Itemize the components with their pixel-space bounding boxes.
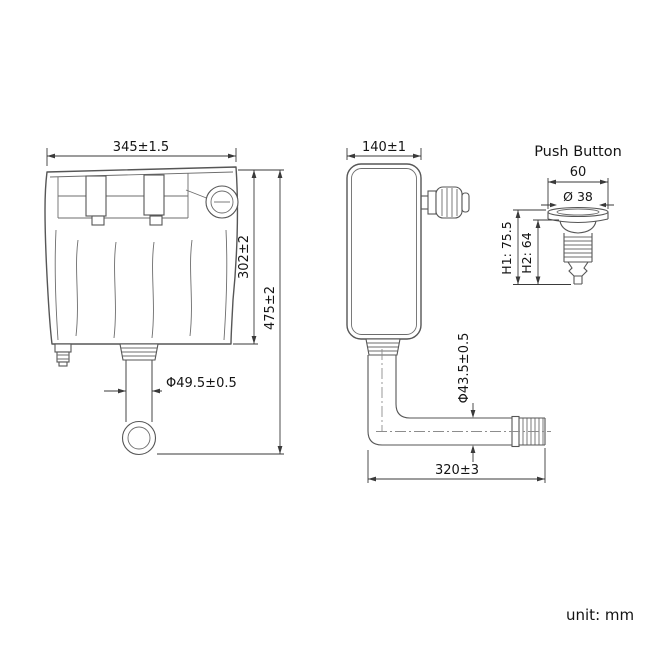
- side-inlet-valve: [420, 186, 470, 219]
- front-view-dimensions: 345±1.5 302±2 475±2 Φ49.5±0.5: [46, 140, 284, 455]
- dim-button-h2: H2: 64: [519, 232, 534, 273]
- side-view-cistern: [346, 163, 551, 448]
- dim-button-diameter: Ø 38: [563, 189, 593, 204]
- push-button-dimensions: 60 Ø 38 H1: 75.5 H2: 64: [499, 165, 614, 285]
- dim-button-width: 60: [570, 165, 587, 180]
- elbow-pipe-outer: [367, 355, 545, 446]
- tank-top-inner-line: [49, 171, 234, 178]
- tank-ribs: [54, 229, 228, 341]
- dim-pipe-diameter: Φ43.5±0.5: [457, 333, 472, 404]
- dim-total-height: 475±2: [263, 286, 278, 330]
- push-button-detail: Push Button: [534, 144, 622, 285]
- inlet-valve-fitting: [54, 343, 72, 367]
- dim-pipe-length: 320±3: [435, 463, 479, 478]
- dim-button-h1: H1: 75.5: [499, 221, 514, 274]
- pipe-centerline: [376, 349, 551, 432]
- flush-mechanism: [57, 173, 189, 226]
- dim-tank-depth: 140±1: [362, 140, 406, 155]
- dim-outlet-diameter: Φ49.5±0.5: [166, 376, 237, 391]
- push-button-title: Push Button: [534, 144, 622, 160]
- side-view-dimensions: 140±1 Φ43.5±0.5 320±3: [346, 140, 546, 483]
- dim-tank-width: 345±1.5: [113, 140, 169, 155]
- access-cap: [185, 185, 239, 219]
- outlet-pipe: [125, 360, 153, 422]
- flush-outlet: [119, 343, 159, 456]
- unit-label: unit: mm: [566, 606, 634, 624]
- push-button-body: [547, 206, 609, 285]
- side-tank-outline: [346, 163, 422, 340]
- dim-tank-body-height: 302±2: [237, 235, 252, 279]
- front-view-cistern: [44, 166, 239, 456]
- side-outlet-elbow: [365, 338, 551, 448]
- elbow-pipe-inner: [395, 355, 545, 419]
- outlet-flange: [121, 420, 157, 456]
